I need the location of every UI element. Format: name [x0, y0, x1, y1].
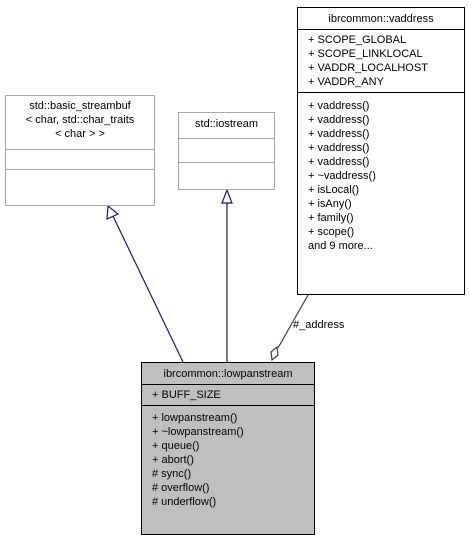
class-basic-streambuf-title: std::basic_streambuf < char, std::char_t…	[6, 96, 154, 149]
class-basic-streambuf[interactable]: std::basic_streambuf < char, std::char_t…	[5, 95, 155, 206]
attribute-row: + VADDR_ANY	[308, 76, 384, 88]
method-row: + ~lowpanstream()	[152, 426, 244, 438]
class-lowpanstream-attributes: + BUFF_SIZE	[142, 384, 314, 405]
class-iostream-methods	[179, 162, 274, 186]
method-row: # underflow()	[152, 496, 217, 508]
title-line: std::basic_streambuf	[29, 100, 131, 112]
method-row: + isLocal()	[308, 184, 360, 196]
method-row: + vaddress()	[308, 156, 370, 168]
method-row: + vaddress()	[308, 114, 370, 126]
class-vaddress-methods: + vaddress() + vaddress() + vaddress() +…	[298, 92, 464, 256]
inherit-arrow-streambuf	[106, 204, 120, 220]
class-vaddress-title: ibrcommon::vaddress	[328, 13, 434, 25]
inherit-line-streambuf	[111, 213, 184, 363]
method-row: + family()	[308, 212, 354, 224]
class-vaddress-attributes: + SCOPE_GLOBAL + SCOPE_LINKLOCAL + VADDR…	[298, 29, 464, 92]
class-basic-streambuf-attributes	[6, 149, 154, 169]
method-row: + vaddress()	[308, 128, 370, 140]
title-line: < char, std::char_traits	[25, 114, 135, 126]
method-row: + lowpanstream()	[152, 412, 238, 424]
method-row: + vaddress()	[308, 100, 370, 112]
class-lowpanstream[interactable]: ibrcommon::lowpanstream + BUFF_SIZE + lo…	[141, 362, 315, 535]
method-row: + isAny()	[308, 198, 352, 210]
method-row: + ~vaddress()	[308, 170, 376, 182]
attribute-row: + SCOPE_GLOBAL	[308, 34, 407, 46]
method-row: + abort()	[152, 454, 194, 466]
class-iostream[interactable]: std::iostream	[178, 112, 275, 190]
composition-line-address	[277, 294, 309, 349]
class-iostream-attributes	[179, 138, 274, 162]
address-edge-label: #_address	[293, 319, 345, 331]
method-row: # sync()	[152, 468, 192, 480]
title-line: < char > >	[55, 128, 105, 140]
method-row: and 9 more...	[308, 240, 373, 252]
method-row: + scope()	[308, 226, 355, 238]
method-row: # overflow()	[152, 482, 210, 494]
class-vaddress[interactable]: ibrcommon::vaddress + SCOPE_GLOBAL + SCO…	[297, 7, 465, 295]
method-row: + queue()	[152, 440, 200, 452]
method-row: + vaddress()	[308, 142, 370, 154]
class-iostream-title: std::iostream	[195, 118, 258, 130]
class-lowpanstream-methods: + lowpanstream() + ~lowpanstream() + que…	[142, 405, 314, 512]
attribute-row: + SCOPE_LINKLOCAL	[308, 48, 423, 60]
inherit-arrow-iostream	[221, 188, 233, 204]
attribute-row: + VADDR_LOCALHOST	[308, 62, 428, 74]
attribute-row: + BUFF_SIZE	[152, 389, 221, 401]
class-lowpanstream-title: ibrcommon::lowpanstream	[163, 368, 293, 380]
class-basic-streambuf-methods	[6, 169, 154, 193]
composition-diamond-address	[270, 345, 279, 362]
